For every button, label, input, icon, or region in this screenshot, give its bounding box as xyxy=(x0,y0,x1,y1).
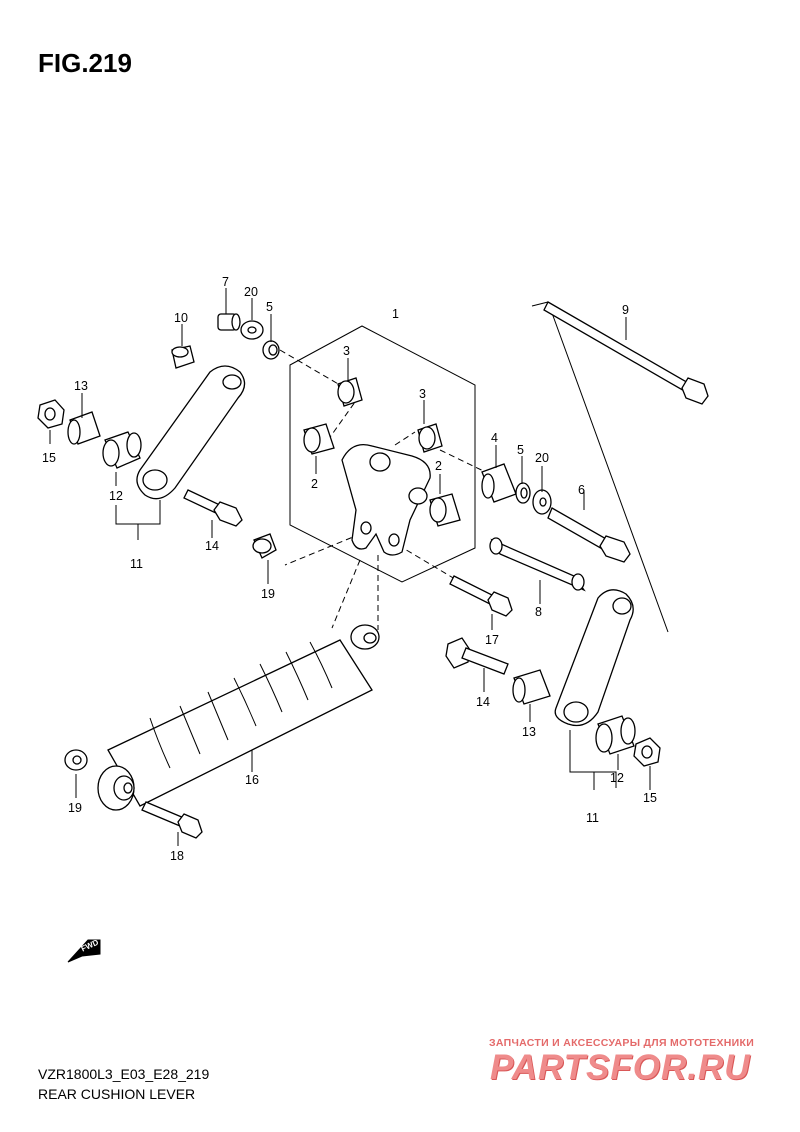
footer-figure-name: REAR CUSHION LEVER xyxy=(38,1086,196,1102)
callout-15-right: 15 xyxy=(643,791,657,805)
callout-14-left: 14 xyxy=(205,539,219,553)
collar-13-right xyxy=(512,669,551,705)
callout-17: 17 xyxy=(485,633,499,647)
nut-7 xyxy=(217,313,241,331)
bearing-2-left xyxy=(303,423,335,455)
callout-3-right: 3 xyxy=(419,387,426,401)
callout-7: 7 xyxy=(222,275,229,289)
callout-16: 16 xyxy=(245,773,259,787)
callout-10: 10 xyxy=(174,311,188,325)
link-rod-11-right xyxy=(554,589,634,727)
callout-5-upper: 5 xyxy=(266,300,273,314)
washer-20-lower xyxy=(532,489,552,515)
seal-5-upper xyxy=(262,340,280,360)
callout-2-right: 2 xyxy=(435,459,442,473)
bolt-6 xyxy=(547,507,631,563)
lever-assembly-frame xyxy=(289,325,476,583)
leader-lines xyxy=(49,288,651,846)
callout-14-right: 14 xyxy=(476,695,490,709)
nut-15-right xyxy=(633,737,661,767)
collar-19-lower xyxy=(64,749,88,771)
seal-5-lower xyxy=(515,482,531,504)
callout-9: 9 xyxy=(622,303,629,317)
footer-model-code: VZR1800L3_E03_E28_219 xyxy=(38,1066,210,1082)
fwd-arrow-icon: FWD xyxy=(67,938,101,963)
watermark-logo: PARTSFOR.RU xyxy=(490,1048,751,1087)
bearing-12-left xyxy=(102,431,142,469)
collar-19-upper xyxy=(252,533,277,559)
callout-2-left: 2 xyxy=(311,477,318,491)
callout-12-right: 12 xyxy=(610,771,624,785)
bearing-12-right xyxy=(595,715,636,755)
cushion-lever xyxy=(341,443,431,556)
bolt-17 xyxy=(449,575,513,617)
callout-8: 8 xyxy=(535,605,542,619)
alignment-line xyxy=(331,555,379,630)
callout-5-lower: 5 xyxy=(517,443,524,457)
bearing-3-upper xyxy=(337,377,363,407)
callout-20-lower: 20 xyxy=(535,451,549,465)
alignment-line xyxy=(279,349,341,386)
nut-15-left xyxy=(37,399,65,429)
callout-12-left: 12 xyxy=(109,489,123,503)
watermark-subtitle: ЗАПЧАСТИ И АКСЕССУАРЫ ДЛЯ МОТОТЕХНИКИ xyxy=(489,1037,755,1049)
bolt-18 xyxy=(141,801,203,839)
callout-11-left: 11 xyxy=(130,557,143,571)
callout-3-upper: 3 xyxy=(343,344,350,358)
bolt-14-right xyxy=(445,637,509,675)
callout-6: 6 xyxy=(578,483,585,497)
callout-4: 4 xyxy=(491,431,498,445)
callout-20-upper: 20 xyxy=(244,285,258,299)
callout-11-right: 11 xyxy=(586,811,599,825)
alignment-line xyxy=(397,544,461,583)
callout-19-upper: 19 xyxy=(261,587,275,601)
link-rod-11-left xyxy=(136,365,246,500)
bearing-2-right xyxy=(429,493,461,527)
bearing-3-right xyxy=(417,423,443,453)
pipe-8 xyxy=(489,537,586,592)
callout-18: 18 xyxy=(170,849,184,863)
callout-13-right: 13 xyxy=(522,725,536,739)
bolt-14-left xyxy=(183,489,243,527)
washer-20-upper xyxy=(240,320,264,340)
collar-10 xyxy=(171,345,195,369)
figure-title: FIG.219 xyxy=(38,48,132,78)
bolt-frame xyxy=(531,301,669,633)
shock-absorber-16 xyxy=(97,624,380,811)
bolt-9 xyxy=(543,301,709,405)
collar-13-left xyxy=(67,411,101,445)
callout-19-lower: 19 xyxy=(68,801,82,815)
callout-1: 1 xyxy=(392,307,399,321)
callout-15-left: 15 xyxy=(42,451,56,465)
callout-13-left: 13 xyxy=(74,379,88,393)
spacer-4 xyxy=(481,463,517,503)
